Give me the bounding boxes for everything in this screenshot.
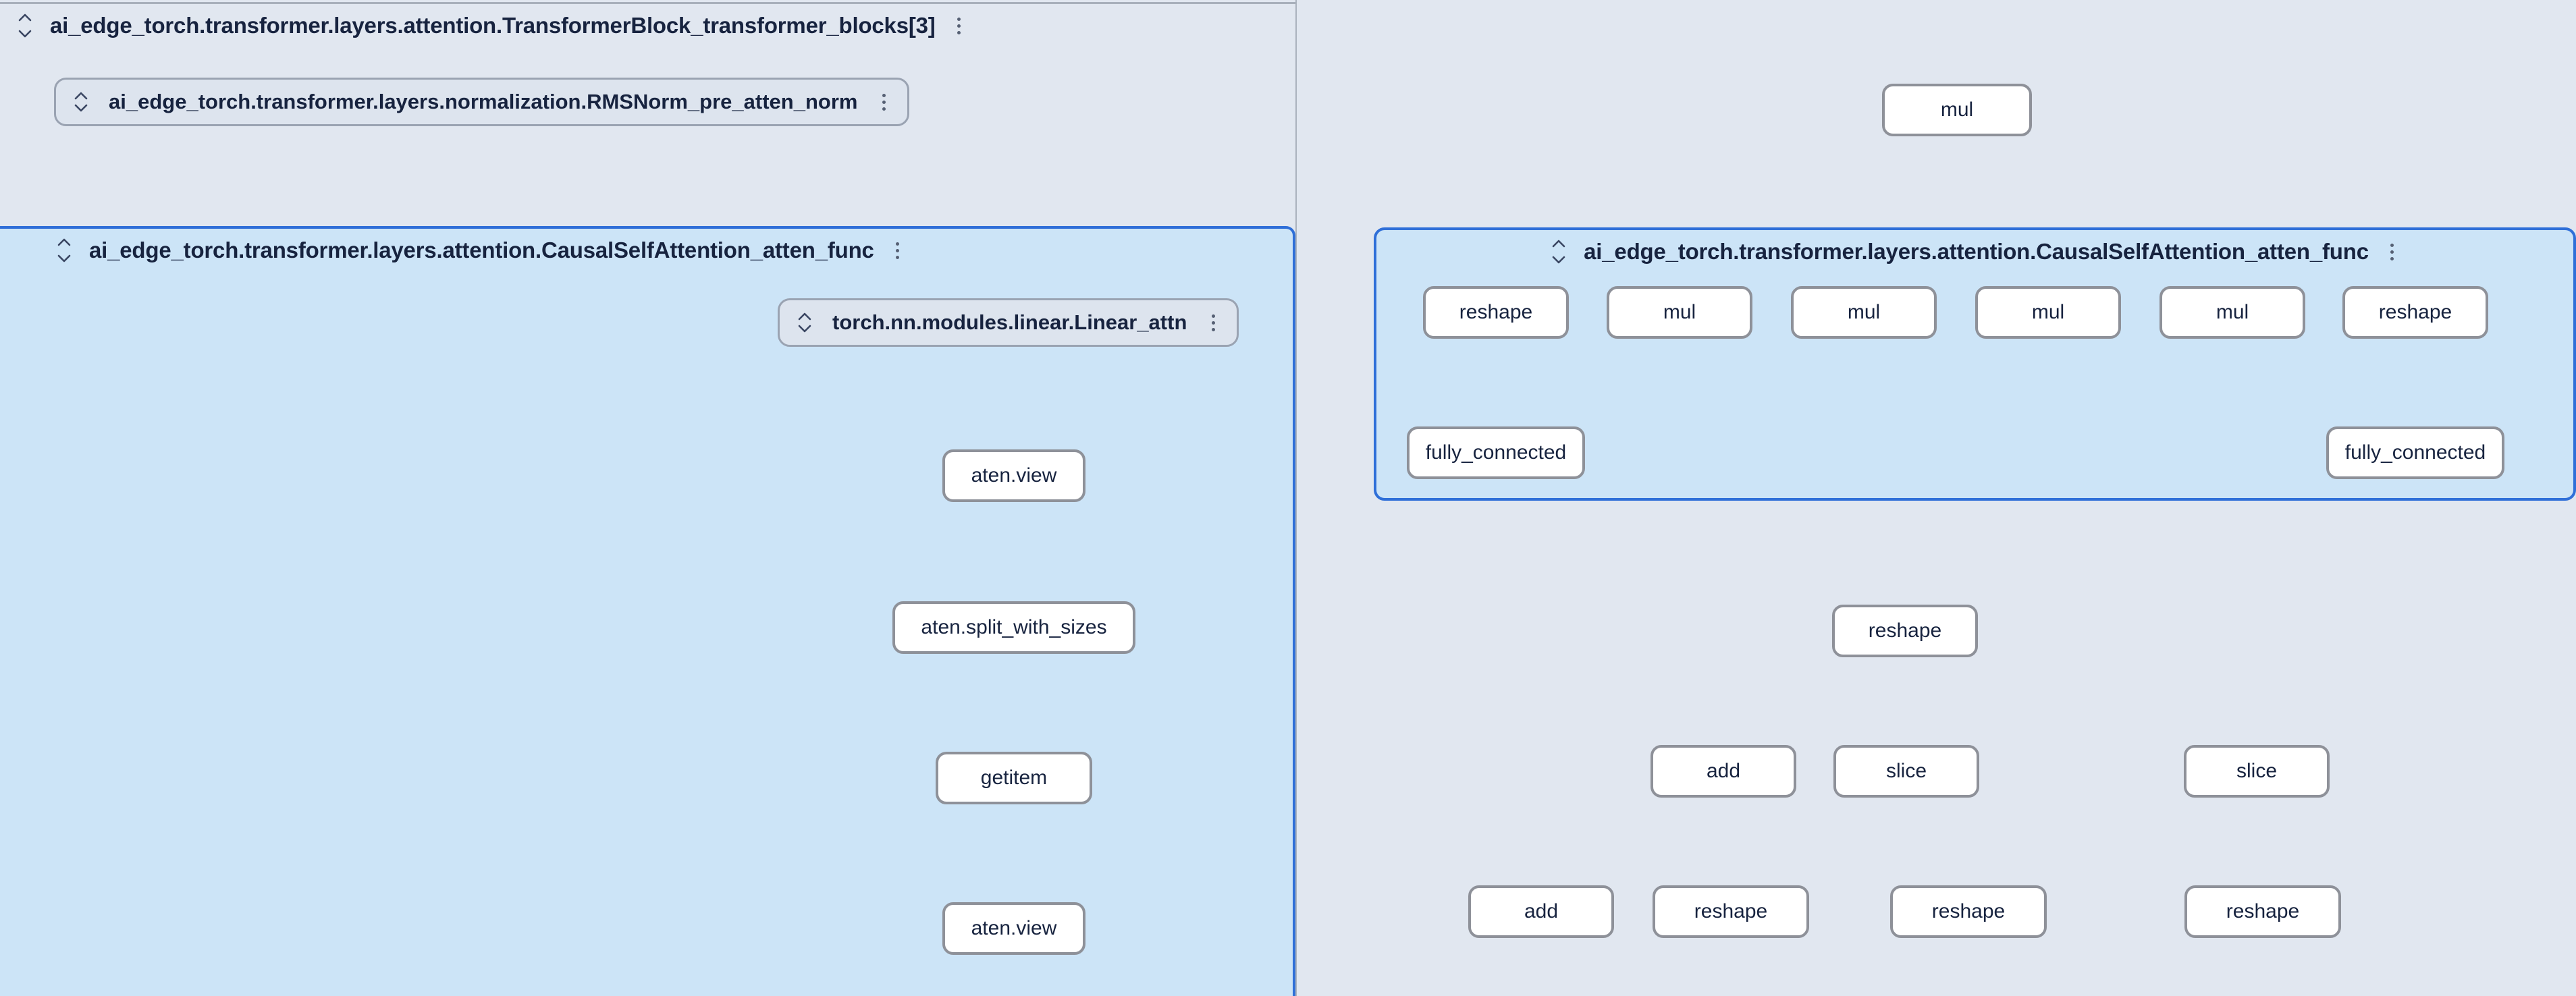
op-node-reshape-b3c3[interactable]: reshape — [1890, 885, 2047, 938]
collapse-vertical-icon[interactable] — [1549, 238, 1569, 265]
kebab-menu-icon[interactable] — [875, 88, 892, 115]
group-title-causal-self-attention-left: ai_edge_torch.transformer.layers.attenti… — [89, 238, 874, 262]
group-title-causal-self-attention-right: ai_edge_torch.transformer.layers.attenti… — [1584, 239, 2369, 264]
op-node-label: add — [1706, 760, 1741, 782]
op-node-label: fully_connected — [2344, 441, 2486, 464]
op-node-aten-view[interactable]: aten.view — [942, 449, 1085, 502]
op-node-label: aten.split_with_sizes — [921, 616, 1107, 638]
op-node-label: mul — [2216, 301, 2249, 323]
module-node-rmsnorm-pre-atten-norm[interactable]: ai_edge_torch.transformer.layers.normali… — [54, 78, 910, 126]
op-node-add-b3[interactable]: add — [1468, 885, 1614, 938]
op-node-mul-r1c2[interactable]: mul — [1607, 286, 1752, 339]
op-node-label: mul — [2031, 301, 2065, 323]
group-header-causal-self-attention-left[interactable]: ai_edge_torch.transformer.layers.attenti… — [0, 229, 1293, 272]
module-node-label: ai_edge_torch.transformer.layers.normali… — [109, 90, 858, 113]
op-node-label: slice — [1885, 760, 1927, 782]
group-title-transformer-block: ai_edge_torch.transformer.layers.attenti… — [50, 13, 936, 38]
op-node-label: reshape — [1931, 900, 2006, 922]
op-node-aten-split-with-sizes[interactable]: aten.split_with_sizes — [892, 601, 1135, 654]
op-node-label: reshape — [1459, 301, 1533, 323]
kebab-menu-icon[interactable] — [889, 237, 907, 264]
op-node-mul-top[interactable]: mul — [1882, 84, 2032, 136]
op-node-label: reshape — [2226, 900, 2300, 922]
expand-vertical-icon[interactable] — [795, 309, 815, 336]
op-node-label: slice — [2236, 760, 2277, 782]
module-node-label: torch.nn.modules.linear.Linear_attn — [832, 310, 1187, 334]
op-node-label: mul — [1847, 301, 1881, 323]
op-node-slice-b2-right[interactable]: slice — [2184, 745, 2330, 798]
op-node-label: add — [1524, 900, 1559, 922]
op-node-label: reshape — [1694, 900, 1768, 922]
kebab-menu-icon[interactable] — [2384, 238, 2401, 265]
collapse-vertical-icon[interactable] — [15, 12, 35, 39]
kebab-menu-icon[interactable] — [950, 12, 968, 39]
op-node-reshape-r1c1[interactable]: reshape — [1423, 286, 1569, 339]
op-node-label: mul — [1940, 99, 1974, 121]
op-node-mul-r1c4[interactable]: mul — [1975, 286, 2121, 339]
op-node-fully-connected-left[interactable]: fully_connected — [1407, 426, 1585, 479]
op-node-getitem[interactable]: getitem — [936, 752, 1092, 804]
op-node-label: fully_connected — [1425, 441, 1567, 464]
op-node-reshape-b3c2[interactable]: reshape — [1653, 885, 1809, 938]
op-node-label: getitem — [980, 767, 1048, 789]
op-node-label: reshape — [2378, 301, 2452, 323]
op-node-mul-r1c3[interactable]: mul — [1791, 286, 1937, 339]
op-node-reshape-r1c6[interactable]: reshape — [2342, 286, 2488, 339]
module-node-linear-attn[interactable]: torch.nn.modules.linear.Linear_attn — [778, 298, 1239, 347]
op-node-reshape-b3c4[interactable]: reshape — [2184, 885, 2341, 938]
pane-divider[interactable] — [1295, 0, 1297, 996]
op-node-fully-connected-right[interactable]: fully_connected — [2326, 426, 2504, 479]
group-header-causal-self-attention-right[interactable]: ai_edge_torch.transformer.layers.attenti… — [1376, 230, 2573, 273]
op-node-reshape-b1[interactable]: reshape — [1832, 605, 1978, 657]
op-node-add-b2[interactable]: add — [1651, 745, 1796, 798]
op-node-label: mul — [1663, 301, 1696, 323]
expand-vertical-icon[interactable] — [71, 88, 91, 115]
group-header-transformer-block[interactable]: ai_edge_torch.transformer.layers.attenti… — [0, 4, 1295, 47]
op-node-slice-b2-mid[interactable]: slice — [1833, 745, 1979, 798]
pane-top-rule — [0, 2, 1295, 4]
kebab-menu-icon[interactable] — [1204, 309, 1222, 336]
op-node-label: aten.view — [971, 464, 1057, 487]
collapse-vertical-icon[interactable] — [54, 237, 74, 264]
op-node-aten-view-2[interactable]: aten.view — [942, 902, 1085, 955]
op-node-label: reshape — [1868, 619, 1942, 642]
op-node-label: aten.view — [971, 917, 1057, 939]
op-node-mul-r1c5[interactable]: mul — [2159, 286, 2305, 339]
